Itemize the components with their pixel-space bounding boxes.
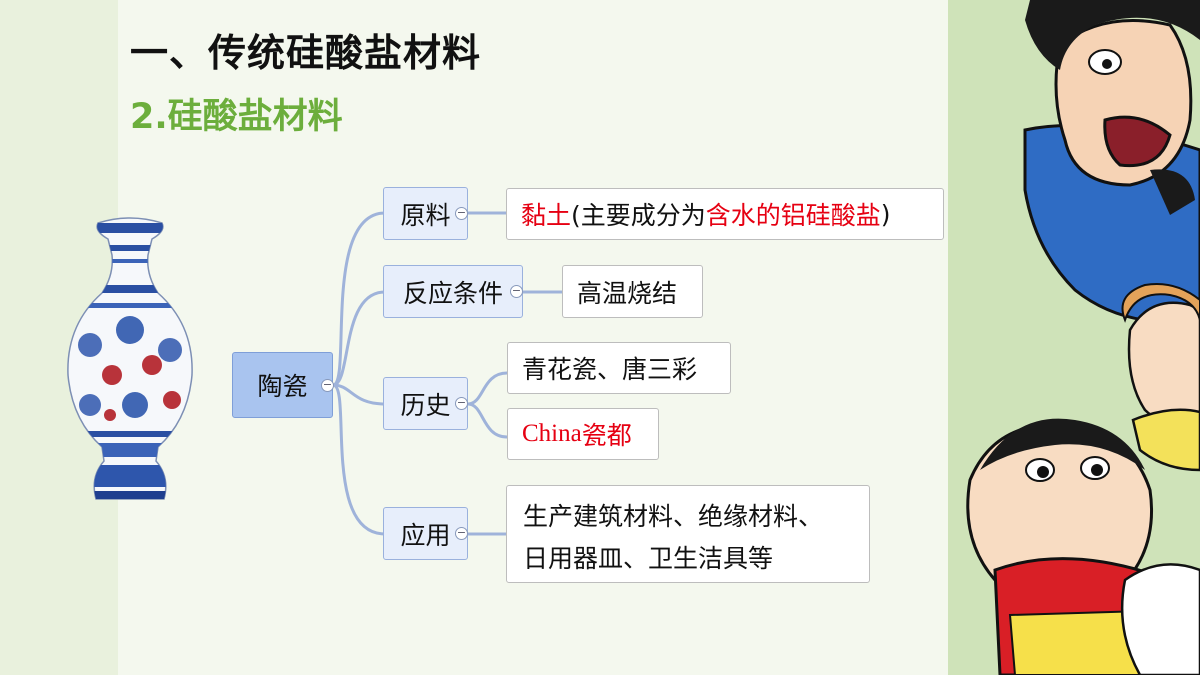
connector-root-raw: [331, 211, 387, 387]
slide-heading: 一、传统硅酸盐材料: [130, 31, 482, 75]
leaf-text-porcelain-capital: 瓷都: [581, 421, 632, 450]
root-label: 陶瓷: [257, 372, 308, 401]
leaf-node-reaction-conditions[interactable]: 高温烧结: [562, 265, 703, 318]
leaf-node-applications[interactable]: 生产建筑材料、绝缘材料、 日用器皿、卫生洁具等: [506, 485, 870, 583]
porcelain-vase-image: [67, 217, 193, 500]
connector-history-leaf2: [466, 402, 509, 439]
leaf-text-applications-line1: 生产建筑材料、绝缘材料、: [523, 502, 824, 531]
branch-label-history: 历史: [400, 390, 451, 420]
mindmap-root-node[interactable]: 陶瓷: [232, 352, 333, 418]
collapse-icon[interactable]: −: [455, 396, 468, 410]
leaf-node-raw-materials[interactable]: 黏土(主要成分为含水的铝硅酸盐): [506, 188, 944, 240]
leaf-text-clay: 黏土: [521, 201, 572, 230]
collapse-icon[interactable]: −: [455, 206, 468, 220]
cartoon-characters-illustration: [966, 0, 1200, 675]
leaf-text-sintering: 高温烧结: [577, 278, 678, 308]
branch-label-applications: 应用: [400, 520, 451, 550]
branch-node-raw-materials[interactable]: 原料: [383, 187, 468, 240]
connector-history-leaf1: [466, 371, 509, 406]
leaf-text-applications-line2: 日用器皿、卫生洁具等: [523, 544, 774, 573]
leaf-text-aluminosilicate: 含水的铝硅酸盐: [705, 201, 881, 230]
leaf-text-main-component: (主要成分为: [571, 201, 706, 230]
leaf-text-porcelain-types: 青花瓷、唐三彩: [522, 355, 698, 384]
connector-root-condition: [331, 290, 387, 387]
connector-root-usage: [331, 383, 387, 536]
collapse-icon[interactable]: −: [455, 526, 468, 540]
connector-root-history: [331, 383, 387, 406]
collapse-icon[interactable]: −: [510, 284, 523, 298]
branch-node-history[interactable]: 历史: [383, 377, 468, 430]
leaf-text-close-paren: ): [880, 199, 891, 229]
branch-label-raw-materials: 原料: [400, 200, 451, 230]
branch-node-reaction-conditions[interactable]: 反应条件: [383, 265, 523, 318]
leaf-node-history-porcelain[interactable]: 青花瓷、唐三彩: [507, 342, 731, 394]
branch-label-reaction-conditions: 反应条件: [402, 278, 503, 308]
slide-subheading: 2.硅酸盐材料: [130, 97, 343, 137]
leaf-text-china: China: [522, 420, 582, 447]
collapse-icon[interactable]: −: [321, 378, 334, 392]
